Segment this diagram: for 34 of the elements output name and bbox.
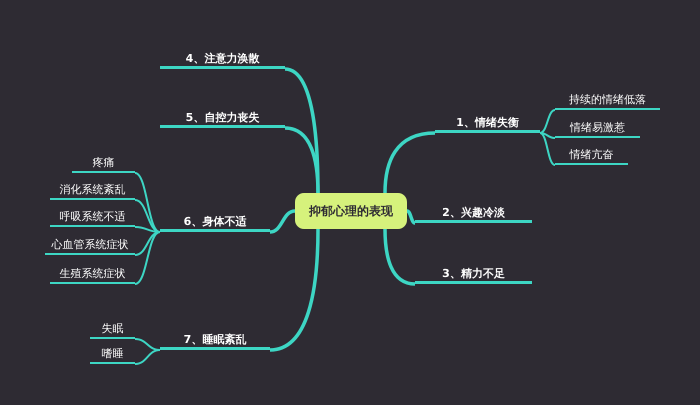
subtopic: 生殖系统症状 [50, 264, 135, 284]
branch-line [540, 132, 556, 166]
subtopic: 情绪亢奋 [555, 145, 628, 165]
branch-line [134, 199, 160, 233]
branch-line [134, 231, 160, 256]
branch-line [134, 226, 160, 233]
branch-line [134, 172, 160, 233]
central-topic: 抑郁心理的表现 [295, 193, 407, 229]
subtopic: 呼吸系统不适 [50, 207, 135, 227]
branch-topic: 5、自控力丧失 [160, 108, 285, 128]
branch-line [540, 109, 556, 134]
branch-line [270, 228, 320, 352]
subtopic: 嗜睡 [90, 344, 135, 364]
branch-line [406, 209, 416, 225]
branch-topic: 7、睡眠紊乱 [160, 330, 270, 350]
branch-topic: 6、身体不适 [160, 212, 270, 232]
branch-line [134, 338, 160, 351]
branch-line [383, 131, 436, 194]
subtopic: 情绪易激惹 [555, 118, 640, 138]
branch-line [284, 126, 320, 194]
branch-topic: 2、兴趣冷淡 [415, 203, 532, 223]
branch-line [134, 231, 160, 285]
subtopic: 心血管系统症状 [45, 235, 135, 255]
subtopic: 持续的情绪低落 [555, 90, 660, 110]
branch-line [270, 209, 296, 234]
branch-line [134, 349, 160, 365]
branch-topic: 4、注意力涣散 [160, 49, 285, 69]
branch-topic: 1、情绪失衡 [435, 113, 540, 133]
subtopic: 疼痛 [72, 153, 135, 173]
branch-line [540, 132, 556, 139]
branch-topic: 3、精力不足 [415, 264, 532, 284]
subtopic: 消化系统紊乱 [50, 180, 135, 200]
subtopic: 失眠 [90, 319, 135, 339]
branch-line [383, 228, 416, 286]
